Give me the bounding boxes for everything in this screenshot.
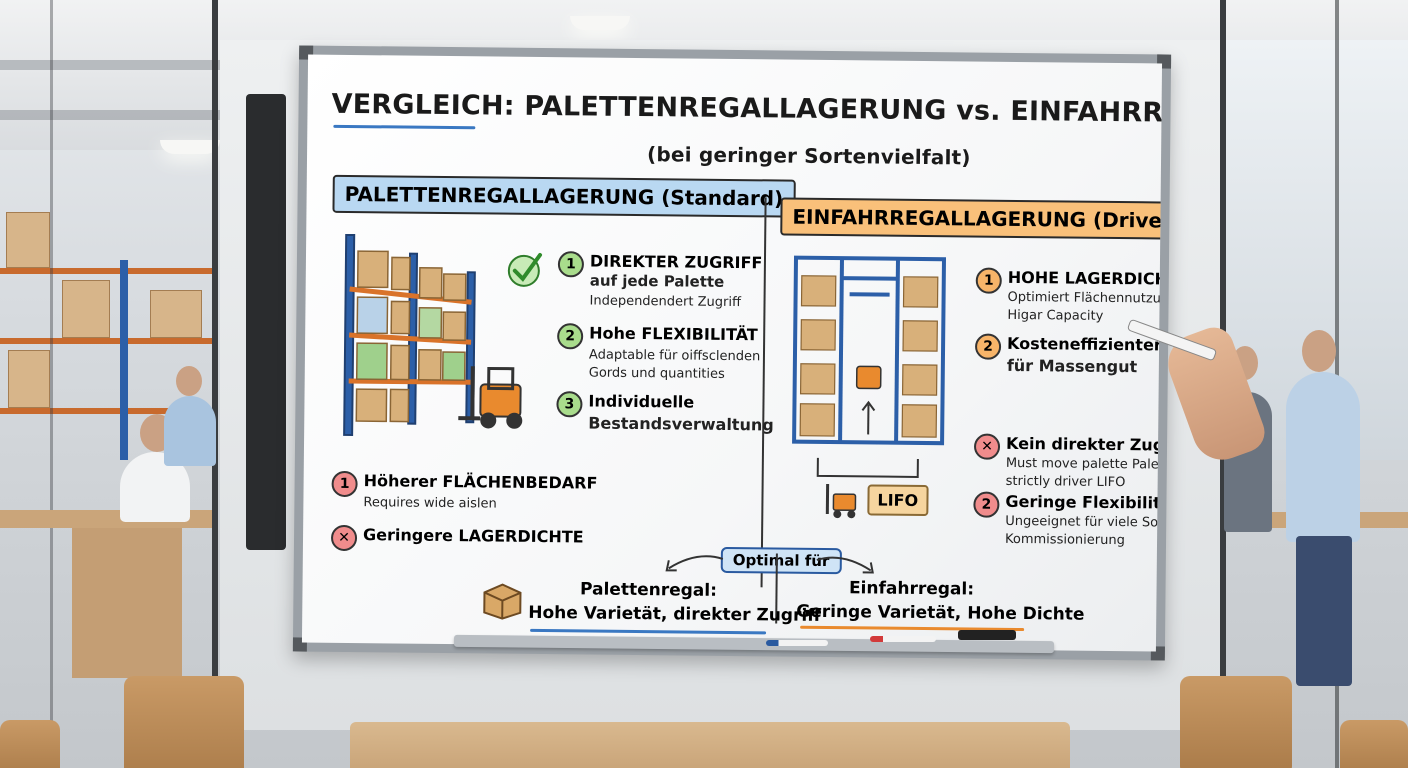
number-badge: 2 — [557, 323, 584, 350]
eraser — [958, 630, 1016, 640]
number-badge: 1 — [331, 470, 358, 498]
summary-left-label: Palettenregal: — [579, 579, 718, 601]
summary-left-value: Hohe Varietät, direkter Zugriff — [528, 602, 822, 626]
number-badge: 2 — [973, 491, 1000, 518]
board-mount — [246, 94, 286, 550]
con-subtext: Requires wide aislen — [363, 495, 497, 512]
title-underline — [333, 124, 476, 130]
pro-subtext: auf jede Palette — [589, 271, 725, 291]
whiteboard: VERGLEICH: PALETTENREGALLAGERUNG vs. EIN… — [292, 45, 1172, 661]
left-column-header: PALETTENREGALLAGERUNG (Standard) — [332, 174, 796, 218]
arrow-icon — [816, 556, 874, 574]
summary-left-underline — [530, 628, 767, 635]
glass-frame — [212, 0, 218, 768]
cross-icon: ✕ — [973, 433, 1001, 460]
pro-subtext: Independendert Zugriff — [589, 293, 742, 311]
background-shelf — [0, 268, 215, 274]
pro-heading: Hohe FLEXIBILITÄT — [589, 323, 758, 345]
number-badge: 2 — [974, 333, 1002, 360]
background-person-legs — [1296, 536, 1352, 686]
whiteboard-surface: VERGLEICH: PALETTENREGALLAGERUNG vs. EIN… — [301, 54, 1163, 652]
pro-heading: Individuelle — [588, 391, 695, 412]
checkmark-icon — [507, 252, 543, 287]
pro-subtext: Higar Capacity — [1007, 307, 1104, 324]
board-subtitle: (bei geringer Sortenvielfalt) — [646, 142, 971, 170]
blue-marker — [766, 640, 828, 646]
cross-icon: ✕ — [330, 524, 358, 552]
con-heading: Geringe Flexibilität — [1005, 491, 1163, 513]
pro-subtext: Bestandsverwaltung — [588, 413, 774, 435]
right-column-header: EINFAHRREGALLAGERUNG (Drive-in) — [780, 197, 1163, 241]
number-badge: 3 — [556, 391, 583, 418]
background-person — [1286, 372, 1360, 542]
background-person-head — [176, 366, 202, 396]
chair — [124, 676, 244, 768]
background-box — [150, 290, 202, 338]
background-box — [6, 212, 50, 268]
con-subtext: Kommissionierung — [1004, 531, 1125, 549]
number-badge: 1 — [975, 267, 1002, 294]
background-rack-upright — [120, 260, 128, 460]
summary-right-value: Geringe Varietät, Hohe Dichte — [796, 601, 1085, 625]
arrow-icon — [665, 555, 724, 572]
ceiling-lamp — [160, 140, 220, 154]
conference-table — [350, 722, 1070, 768]
red-marker — [870, 636, 936, 642]
board-title: VERGLEICH: PALETTENREGALLAGERUNG vs. EIN… — [331, 88, 1163, 132]
drive-in-rack-icon — [792, 255, 947, 478]
number-badge: 1 — [557, 251, 585, 278]
pro-subtext: Optimiert Flächennutzung, — [1007, 289, 1163, 307]
con-subtext: Ungeeignet für viele Sorten, — [1005, 513, 1163, 531]
background-cabinet — [72, 528, 182, 678]
ceiling-lamp — [570, 16, 630, 30]
con-heading: Höherer FLÄCHENBEDARF — [363, 471, 598, 493]
con-subtext: Must move palette Paletts, — [1005, 455, 1163, 473]
chair — [1340, 720, 1408, 768]
con-heading: Geringere LAGERDICHTE — [362, 525, 584, 547]
box-icon — [483, 583, 522, 620]
summary-right-label: Einfahrregal: — [848, 578, 975, 600]
chair — [1180, 676, 1292, 768]
forklift-icon — [458, 366, 523, 429]
background-person-head — [1302, 330, 1336, 372]
pro-heading: DIREKTER ZUGRIFF — [589, 251, 763, 273]
pro-subtext: für Massengut — [1006, 355, 1138, 377]
glass-frame — [50, 0, 53, 768]
background-box — [62, 280, 110, 338]
pro-subtext: Gords und quantities — [588, 365, 725, 382]
background-shelf — [0, 338, 215, 344]
lifo-label: LIFO — [867, 484, 929, 517]
background-person — [164, 396, 216, 466]
forklift-icon — [825, 483, 857, 519]
background-shelf — [0, 408, 215, 414]
background-box — [8, 350, 50, 408]
pallet-rack-icon — [343, 233, 476, 437]
chair — [0, 720, 60, 768]
pro-subtext: Adaptable für oiffsclenden — [588, 347, 761, 365]
con-heading: Kein direkter Zugriff — [1005, 433, 1163, 455]
pro-heading: HOHE LAGERDICHTE — [1007, 267, 1163, 289]
pro-heading: Kosteneffizienter — [1007, 333, 1162, 355]
con-subtext: strictly driver LIFO — [1005, 473, 1126, 491]
